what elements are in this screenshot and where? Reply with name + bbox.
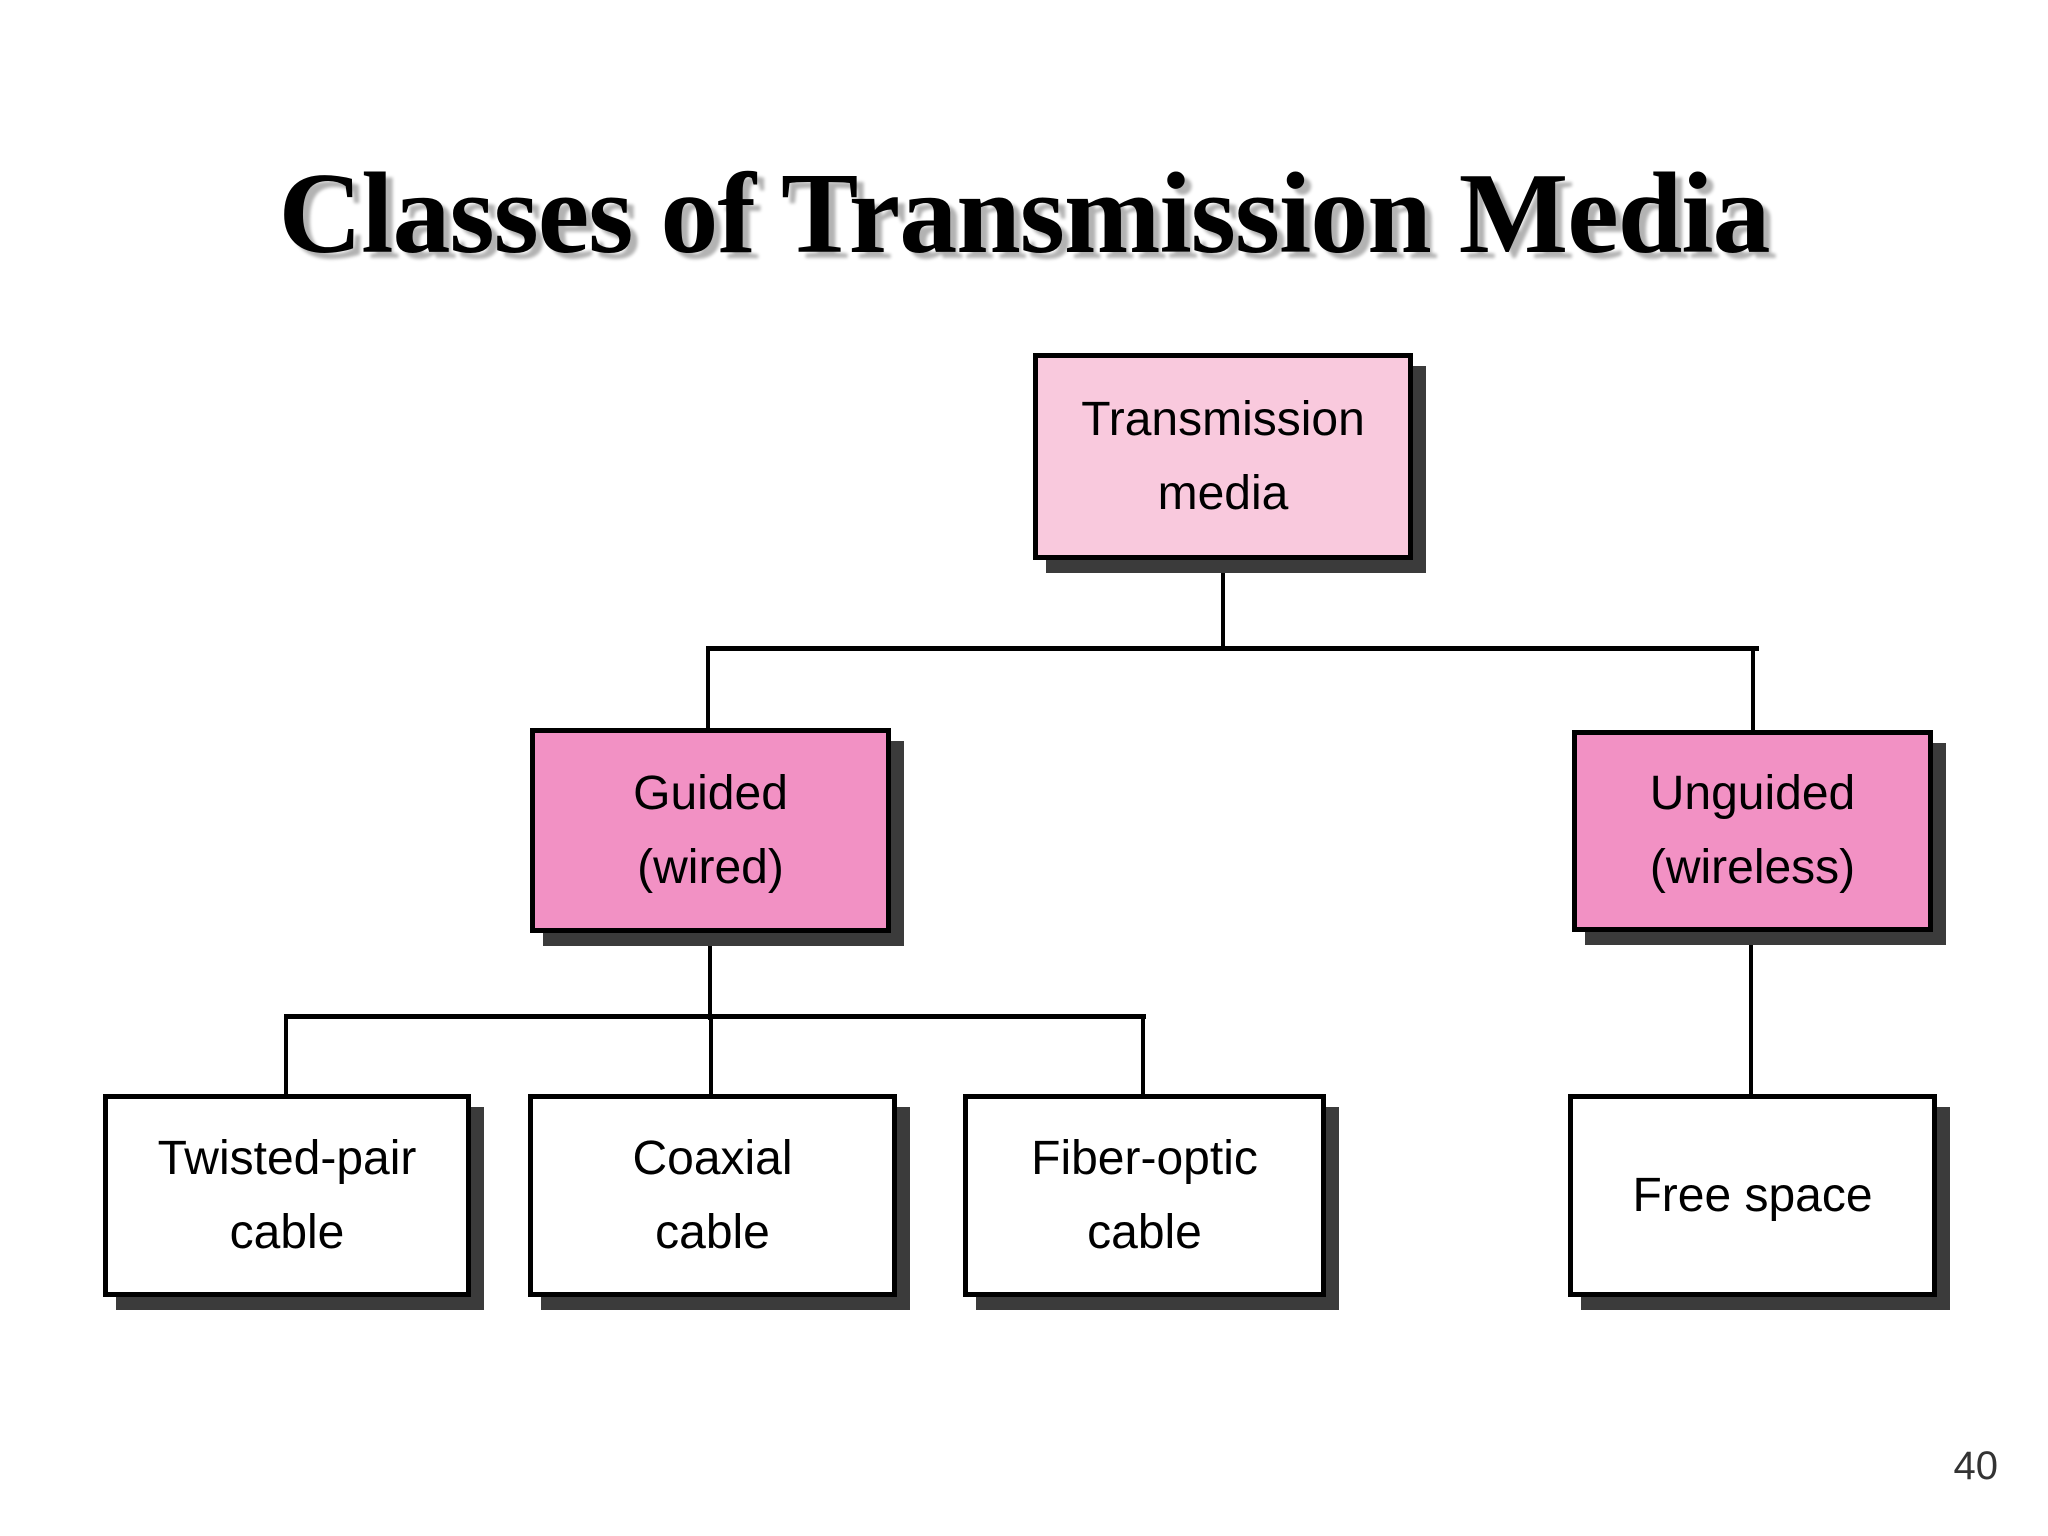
node-label-line: Unguided: [1649, 767, 1856, 820]
node-coaxial-cable: Coaxial cable: [528, 1094, 897, 1297]
node-label-line: Guided: [633, 766, 788, 820]
connector-root-stem: [1221, 558, 1225, 650]
node-label-line: (wireless): [1649, 841, 1856, 894]
connector-to-coaxial: [709, 1014, 713, 1098]
node-label-line: cable: [655, 1205, 770, 1259]
node-label-line: (wired): [637, 840, 784, 894]
connector-to-fiber-optic: [1141, 1014, 1145, 1098]
node-guided-wired: Guided (wired): [530, 728, 891, 933]
node-unguided-wireless: Unguided (wireless): [1572, 730, 1933, 932]
page-number: 40: [1953, 1444, 1999, 1488]
connector-level1-horizontal: [706, 646, 1759, 651]
node-fiber-optic-cable: Fiber-optic cable: [963, 1094, 1326, 1297]
connector-to-unguided: [1751, 646, 1755, 734]
node-free-space: Free space: [1568, 1094, 1937, 1297]
node-label-line: media: [1157, 466, 1289, 520]
connector-to-guided: [706, 646, 710, 732]
node-label-line: cable: [229, 1205, 345, 1259]
slide-title: Classes of Transmission Media: [278, 150, 1771, 278]
connector-to-free-space: [1749, 930, 1753, 1098]
node-label-line: Fiber-optic: [1031, 1131, 1258, 1185]
connector-level2-horizontal: [284, 1014, 1146, 1019]
node-label-line: Coaxial: [632, 1131, 793, 1185]
node-label-line: Transmission: [1081, 392, 1365, 446]
node-label-line: Free space: [1632, 1168, 1873, 1222]
node-transmission-media: Transmission media: [1033, 353, 1413, 560]
connector-to-twisted-pair: [284, 1014, 288, 1098]
node-label-line: Twisted-pair: [157, 1131, 417, 1185]
node-label-line: cable: [1087, 1205, 1202, 1259]
connector-guided-stem: [708, 930, 712, 1020]
node-twisted-pair-cable: Twisted-pair cable: [103, 1094, 471, 1297]
